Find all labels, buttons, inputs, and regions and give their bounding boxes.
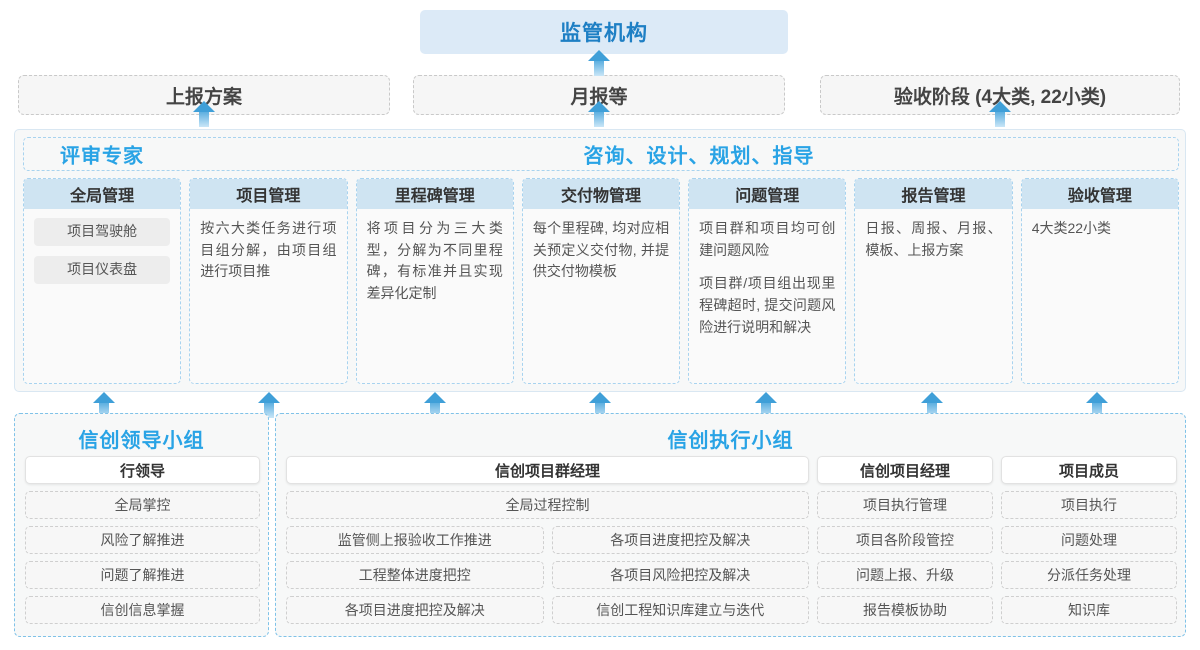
- management-description: 每个里程碑, 均对应相关预定义交付物, 并提供交付物模板: [532, 220, 670, 280]
- program-manager-item[interactable]: 各项目进度把控及解决: [286, 596, 544, 624]
- management-description: 按六大类任务进行项目组分解，由项目组进行项目推: [200, 220, 337, 280]
- project-manager-column: 信创项目经理 项目执行管理项目各阶段管控问题上报、升级报告模板协助: [817, 456, 993, 624]
- management-column-body: 日报、周报、月报、模板、上报方案: [855, 209, 1011, 383]
- management-column-title: 全局管理: [24, 179, 181, 209]
- member-item[interactable]: 分派任务处理: [1001, 561, 1177, 589]
- member-column: 项目成员 项目执行问题处理分派任务处理知识库: [1001, 456, 1177, 624]
- program-manager-column: 信创项目群经理 全局过程控制 监管侧上报验收工作推进各项目进度把控及解决工程整体…: [286, 456, 809, 624]
- program-manager-item[interactable]: 监管侧上报验收工作推进: [286, 526, 544, 554]
- exec-group-columns: 信创项目群经理 全局过程控制 监管侧上报验收工作推进各项目进度把控及解决工程整体…: [286, 456, 1177, 624]
- project-manager-role: 信创项目经理: [817, 456, 993, 484]
- program-manager-global-item: 全局过程控制: [286, 491, 809, 519]
- program-manager-row: 工程整体进度把控各项目风险把控及解决: [286, 561, 809, 589]
- member-item[interactable]: 知识库: [1001, 596, 1177, 624]
- program-manager-item[interactable]: 工程整体进度把控: [286, 561, 544, 589]
- lead-group-items: 行领导 全局掌控风险了解推进问题了解推进信创信息掌握: [25, 456, 260, 624]
- management-columns: 全局管理项目驾驶舱项目仪表盘项目管理按六大类任务进行项目组分解，由项目组进行项目…: [23, 178, 1179, 384]
- program-manager-item[interactable]: 各项目风险把控及解决: [551, 561, 809, 589]
- arrow-up-to-global-management: [93, 392, 115, 418]
- program-manager-row: 监管侧上报验收工作推进各项目进度把控及解决: [286, 526, 809, 554]
- management-column[interactable]: 交付物管理每个里程碑, 均对应相关预定义交付物, 并提供交付物模板: [521, 178, 681, 384]
- management-description: 将项目分为三大类型，分解为不同里程碑，有标准并且实现差异化定制: [366, 220, 503, 302]
- consulting-header: 评审专家 咨询、设计、规划、指导: [23, 137, 1179, 171]
- project-manager-item[interactable]: 报告模板协助: [817, 596, 993, 624]
- arrow-up-consult-to-plan: [193, 101, 215, 127]
- management-column[interactable]: 问题管理项目群和项目均可创建问题风险项目群/项目组出现里程碑超时, 提交问题风险…: [688, 178, 847, 384]
- management-column-title: 问题管理: [689, 179, 846, 209]
- lead-group-role: 行领导: [25, 456, 260, 484]
- management-column[interactable]: 项目管理按六大类任务进行项目组分解，由项目组进行项目推: [189, 178, 348, 384]
- management-column-body: 按六大类任务进行项目组分解，由项目组进行项目推: [190, 209, 346, 383]
- management-column-body: 每个里程碑, 均对应相关预定义交付物, 并提供交付物模板: [523, 209, 679, 383]
- management-column[interactable]: 里程碑管理将项目分为三大类型，分解为不同里程碑，有标准并且实现差异化定制: [355, 178, 514, 384]
- exec-group-title: 信创执行小组: [667, 430, 794, 452]
- management-column[interactable]: 全局管理项目驾驶舱项目仪表盘: [23, 178, 182, 384]
- management-column-body: 将项目分为三大类型，分解为不同里程碑，有标准并且实现差异化定制: [357, 209, 513, 383]
- lead-group-item[interactable]: 问题了解推进: [25, 561, 260, 589]
- arrow-up-to-acceptance-management: [1086, 392, 1108, 418]
- management-column-title: 交付物管理: [522, 179, 680, 209]
- arrow-up-monthly-to-regulator: [588, 50, 610, 76]
- project-manager-item[interactable]: 项目各阶段管控: [817, 526, 993, 554]
- management-column-title: 报告管理: [855, 179, 1012, 209]
- management-column-title: 验收管理: [1021, 179, 1178, 209]
- lead-group-panel: 信创领导小组 行领导 全局掌控风险了解推进问题了解推进信创信息掌握: [14, 413, 269, 637]
- review-experts-label: 评审专家: [60, 145, 144, 168]
- program-manager-rows: 监管侧上报验收工作推进各项目进度把控及解决工程整体进度把控各项目风险把控及解决各…: [286, 526, 809, 624]
- management-chip[interactable]: 项目驾驶舱: [34, 218, 171, 246]
- lead-group-list: 全局掌控风险了解推进问题了解推进信创信息掌握: [25, 491, 260, 624]
- arrow-up-to-milestone-management: [424, 392, 446, 418]
- management-description: 项目群/项目组出现里程碑超时, 提交问题风险进行说明和解决: [699, 275, 836, 335]
- management-description: 4大类22小类: [1031, 220, 1112, 236]
- lead-group-item[interactable]: 信创信息掌握: [25, 596, 260, 624]
- management-column-body: 项目驾驶舱项目仪表盘: [24, 209, 180, 383]
- project-manager-list: 项目执行管理项目各阶段管控问题上报、升级报告模板协助: [817, 491, 993, 624]
- project-manager-item[interactable]: 项目执行管理: [817, 491, 993, 519]
- arrow-up-consult-to-acceptance: [989, 101, 1011, 127]
- project-manager-item[interactable]: 问题上报、升级: [817, 561, 993, 589]
- management-column-body: 项目群和项目均可创建问题风险项目群/项目组出现里程碑超时, 提交问题风险进行说明…: [689, 209, 845, 383]
- management-column-title: 里程碑管理: [356, 179, 513, 209]
- program-manager-item[interactable]: 各项目进度把控及解决: [551, 526, 809, 554]
- management-column-title: 项目管理: [190, 179, 347, 209]
- management-column[interactable]: 验收管理 4大类22小类: [1020, 178, 1179, 384]
- member-role: 项目成员: [1001, 456, 1177, 484]
- member-item[interactable]: 问题处理: [1001, 526, 1177, 554]
- arrow-up-consult-to-monthly: [588, 101, 610, 127]
- management-column-body: 4大类22小类: [1022, 209, 1178, 383]
- management-chip[interactable]: 项目仪表盘: [34, 256, 171, 284]
- consulting-panel: 评审专家 咨询、设计、规划、指导 全局管理项目驾驶舱项目仪表盘项目管理按六大类任…: [14, 129, 1186, 392]
- management-description: 日报、周报、月报、模板、上报方案: [865, 220, 1002, 258]
- program-manager-role: 信创项目群经理: [286, 456, 809, 484]
- management-column[interactable]: 报告管理日报、周报、月报、模板、上报方案: [854, 178, 1013, 384]
- member-list: 项目执行问题处理分派任务处理知识库: [1001, 491, 1177, 624]
- management-description: 项目群和项目均可创建问题风险: [699, 220, 836, 258]
- regulator-box: 监管机构: [420, 10, 788, 54]
- consulting-services-label: 咨询、设计、规划、指导: [583, 145, 815, 168]
- lead-group-item[interactable]: 风险了解推进: [25, 526, 260, 554]
- arrow-up-to-report-management: [921, 392, 943, 418]
- lead-group-item[interactable]: 全局掌控: [25, 491, 260, 519]
- arrow-up-to-project-management: [258, 392, 280, 418]
- exec-group-panel: 信创执行小组 信创项目群经理 全局过程控制 监管侧上报验收工作推进各项目进度把控…: [275, 413, 1186, 637]
- arrow-up-to-deliverable-management: [589, 392, 611, 418]
- program-manager-item[interactable]: 信创工程知识库建立与迭代: [551, 596, 809, 624]
- arrow-up-to-issue-management: [755, 392, 777, 418]
- member-item[interactable]: 项目执行: [1001, 491, 1177, 519]
- program-manager-row: 各项目进度把控及解决信创工程知识库建立与迭代: [286, 596, 809, 624]
- lead-group-title: 信创领导小组: [78, 430, 205, 452]
